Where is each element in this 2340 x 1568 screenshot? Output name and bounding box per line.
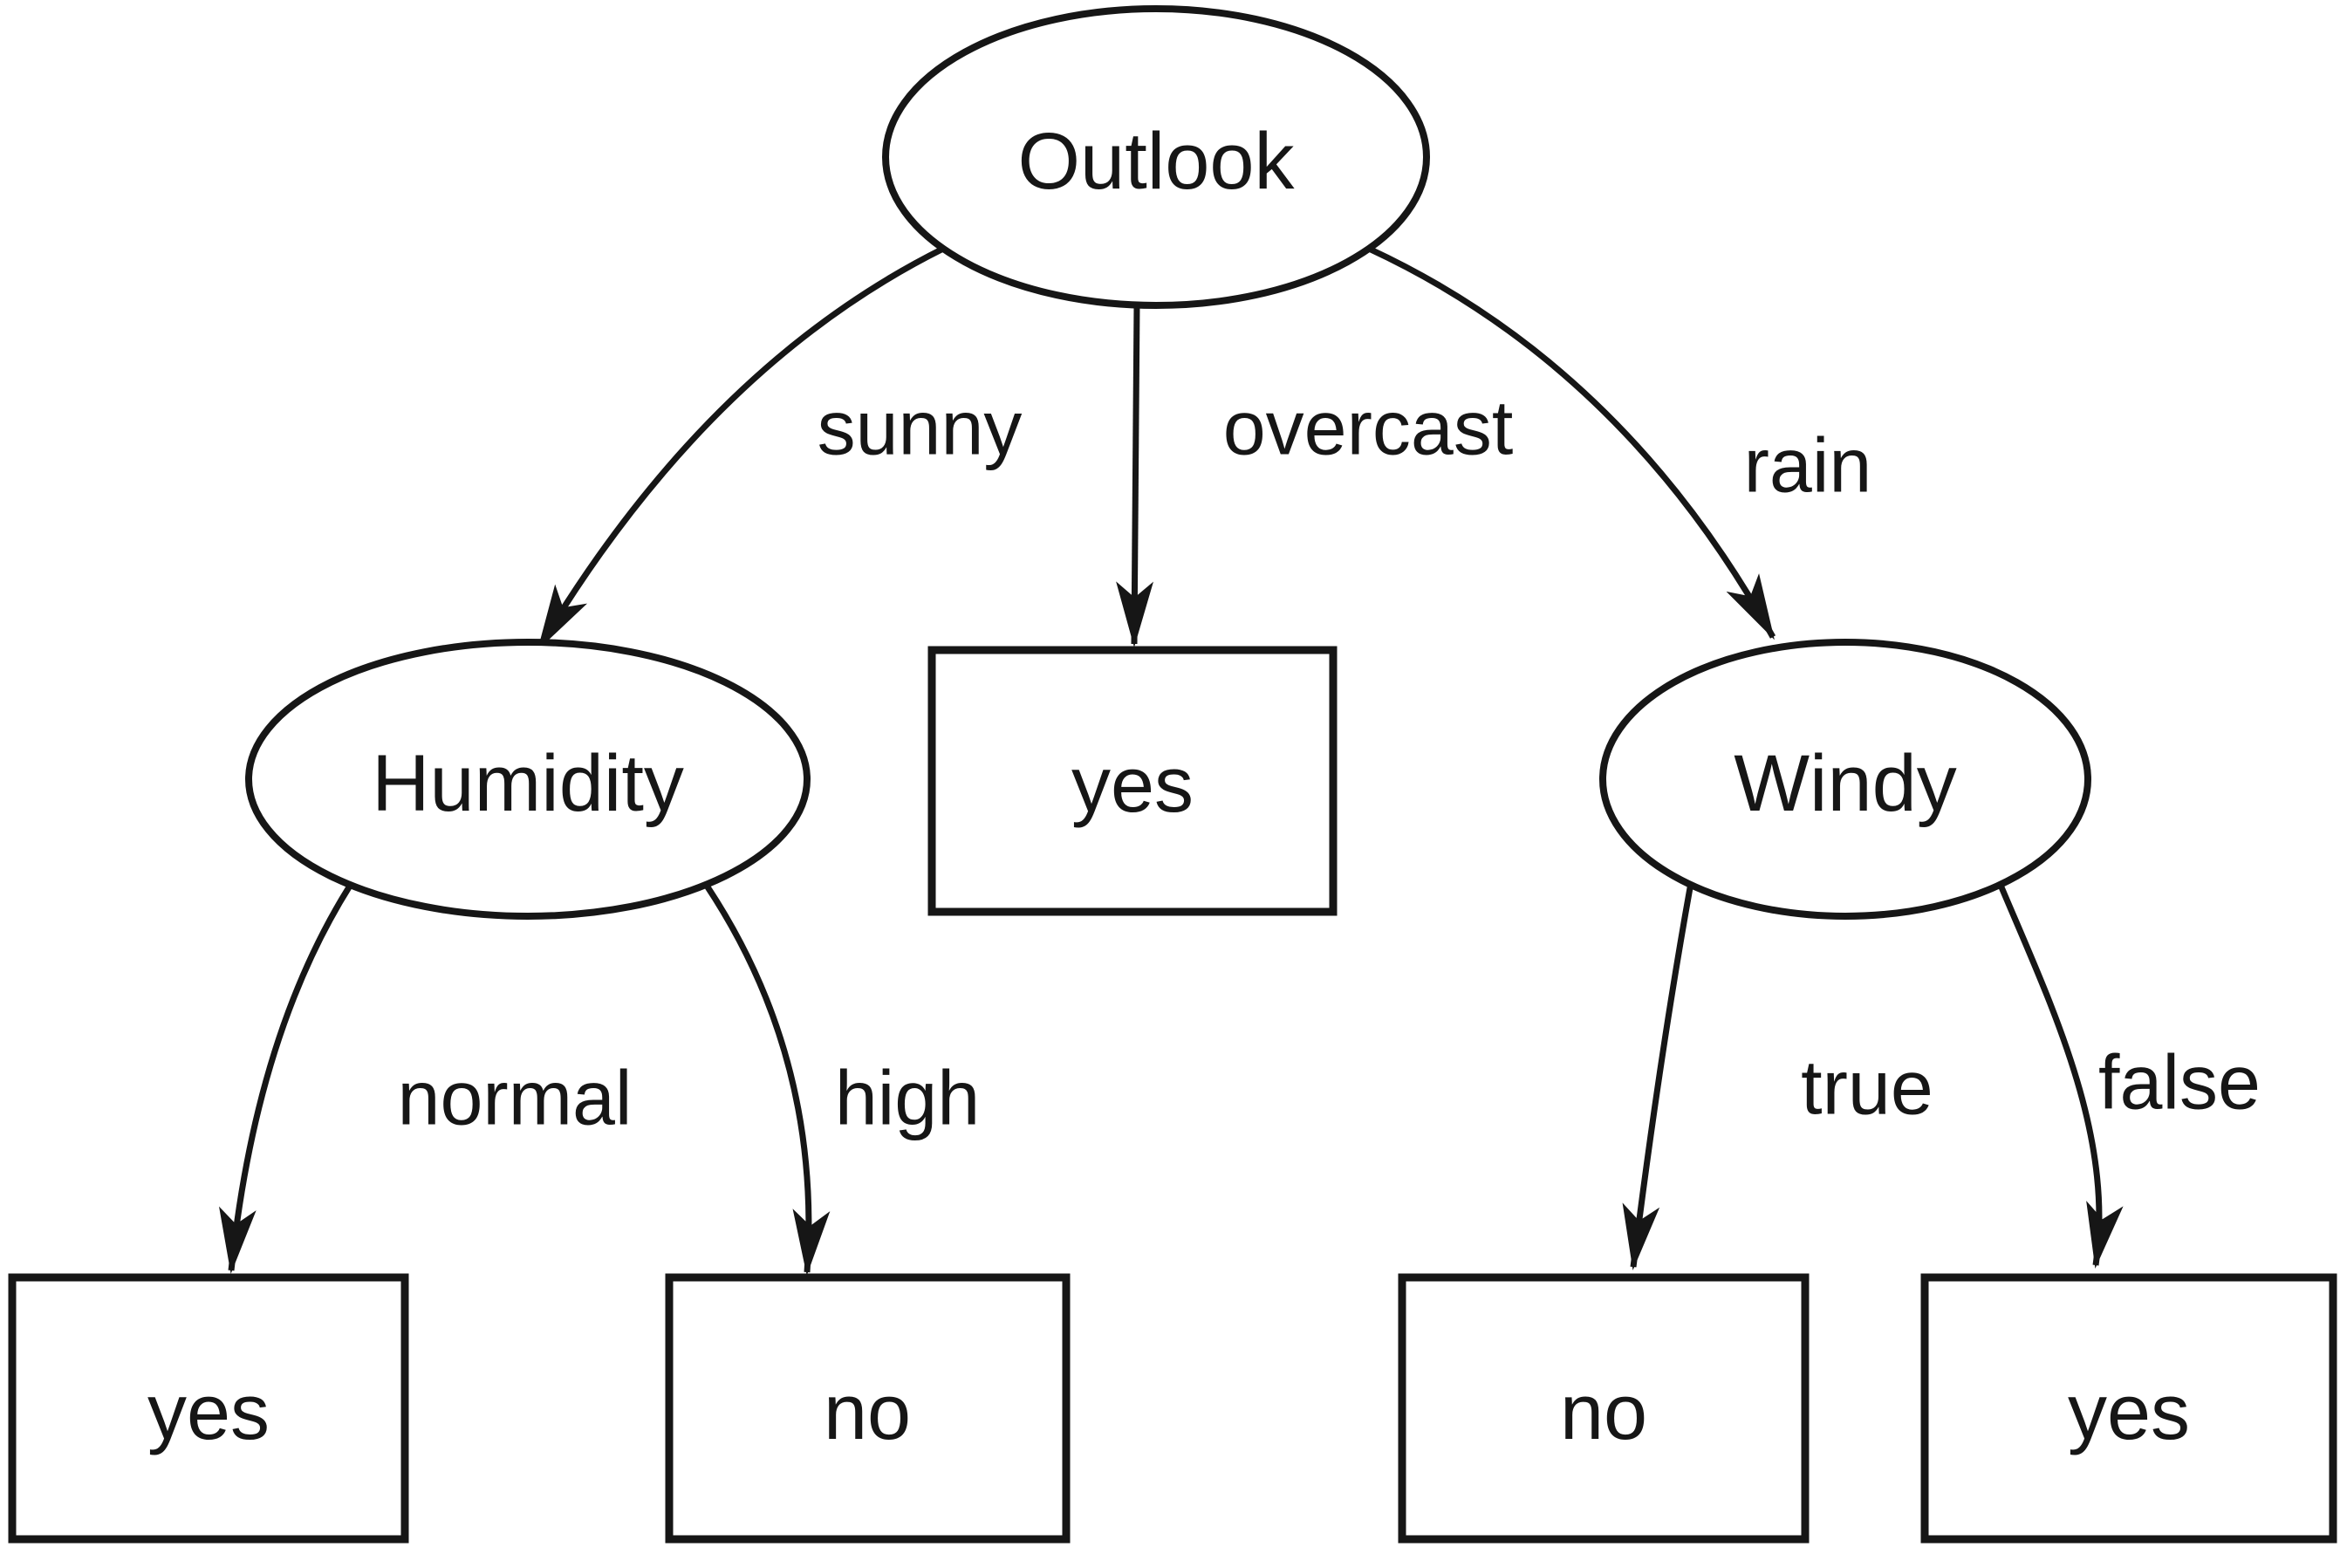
leaf-overcast-box — [927, 646, 1338, 916]
edge-high-path — [702, 881, 831, 1276]
edge-true-path — [1622, 882, 1694, 1270]
node-humidity-ellipse — [245, 639, 811, 920]
leaves-layer: yes yes no no yes — [8, 646, 2337, 1544]
edge-overcast-label: overcast — [1223, 385, 1514, 471]
leaf-overcast-label: yes — [1071, 742, 1194, 829]
node-windy-ellipse — [1599, 639, 2091, 920]
edge-sunny-path — [536, 245, 945, 651]
edge-rain-path — [1367, 245, 1776, 640]
edge-false-label: false — [2098, 1039, 2261, 1126]
node-outlook-ellipse — [882, 5, 1430, 309]
edge-true-label: true — [1801, 1044, 1933, 1131]
node-outlook-label: Outlook — [1017, 117, 1295, 206]
edge-sunny-label: sunny — [818, 385, 1023, 471]
leaf-normal-label: yes — [147, 1369, 270, 1456]
edges-layer — [219, 245, 2124, 1276]
leaf-true-label: no — [1560, 1369, 1647, 1456]
edge-normal-label: normal — [398, 1055, 633, 1141]
leaf-true-box — [1398, 1273, 1810, 1544]
leaf-high-label: no — [824, 1369, 911, 1456]
nodes-layer: Outlook Humidity Windy — [245, 5, 2091, 920]
edge-overcast-path — [1116, 304, 1154, 647]
leaf-false-label: yes — [2068, 1369, 2190, 1456]
leaf-high-box — [665, 1273, 1071, 1544]
leaf-normal-box — [8, 1273, 409, 1544]
edge-rain-label: rain — [1744, 422, 1872, 509]
node-windy-label: Windy — [1734, 739, 1957, 828]
edge-normal-path — [219, 881, 354, 1274]
edge-false-path — [1996, 881, 2124, 1269]
edge-labels-layer: sunny overcast rain normal high true fal… — [398, 385, 2261, 1141]
node-humidity-label: Humidity — [372, 739, 684, 828]
leaf-false-box — [1920, 1273, 2337, 1544]
edge-high-label: high — [835, 1055, 980, 1141]
